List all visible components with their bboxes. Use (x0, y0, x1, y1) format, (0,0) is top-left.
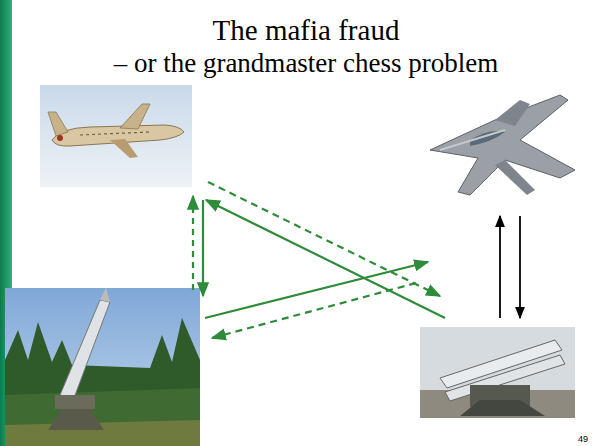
missile-launcher-photo (5, 288, 200, 446)
page-number: 49 (578, 434, 588, 444)
fighter-jet-photo (415, 82, 577, 210)
slide-title: The mafia fraud (20, 14, 592, 47)
transport-plane-photo (40, 85, 192, 187)
message-arrows (193, 182, 520, 338)
slide-subtitle: – or the grandmaster chess problem (20, 48, 592, 79)
missile-launcher-photo (420, 327, 575, 418)
